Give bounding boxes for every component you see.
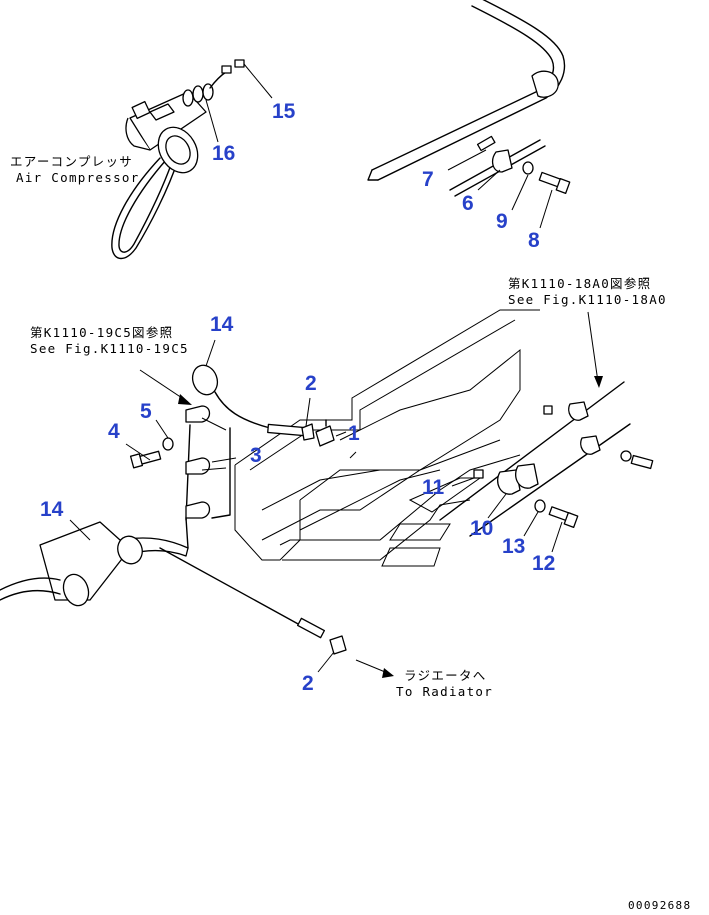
callout-3: 3 [250,444,262,467]
callout-14-upper: 14 [210,313,234,336]
callout-15: 15 [272,100,296,123]
frame-outline-drawing [234,309,540,567]
callout-7: 7 [422,168,434,191]
reference-19c5-jp: 第K1110-19C5図参照 [30,325,173,340]
callout-6: 6 [462,192,474,215]
callout-13: 13 [502,535,525,558]
callout-16: 16 [212,142,235,165]
callout-4: 4 [108,420,120,443]
callout-2-lower: 2 [302,672,314,695]
air-compressor-label-en: Air Compressor [16,170,140,185]
callout-5: 5 [140,400,152,423]
drawing-number: 00092688 [628,899,691,912]
callout-10: 10 [470,517,493,540]
callout-1: 1 [348,422,360,445]
right-clamps-drawing [439,381,654,537]
air-compressor-drawing [111,59,245,260]
to-radiator-label-en: To Radiator [396,684,493,699]
to-radiator-label-jp: ラジエータへ [404,668,487,683]
callout-14-lower: 14 [40,498,64,521]
hose-and-clamps-drawing [0,364,347,655]
callout-8: 8 [528,229,540,252]
air-compressor-label-jp: エアーコンプレッサ [10,154,133,169]
callout-2-upper: 2 [305,372,317,395]
callout-9: 9 [496,210,508,233]
callout-12: 12 [532,552,555,575]
reference-19c5-en: See Fig.K1110-19C5 [30,341,189,356]
upper-pipe-drawing [367,0,571,197]
reference-18a0-en: See Fig.K1110-18A0 [508,292,667,307]
reference-18a0-jp: 第K1110-18A0図参照 [508,276,651,291]
callout-11: 11 [422,476,445,499]
